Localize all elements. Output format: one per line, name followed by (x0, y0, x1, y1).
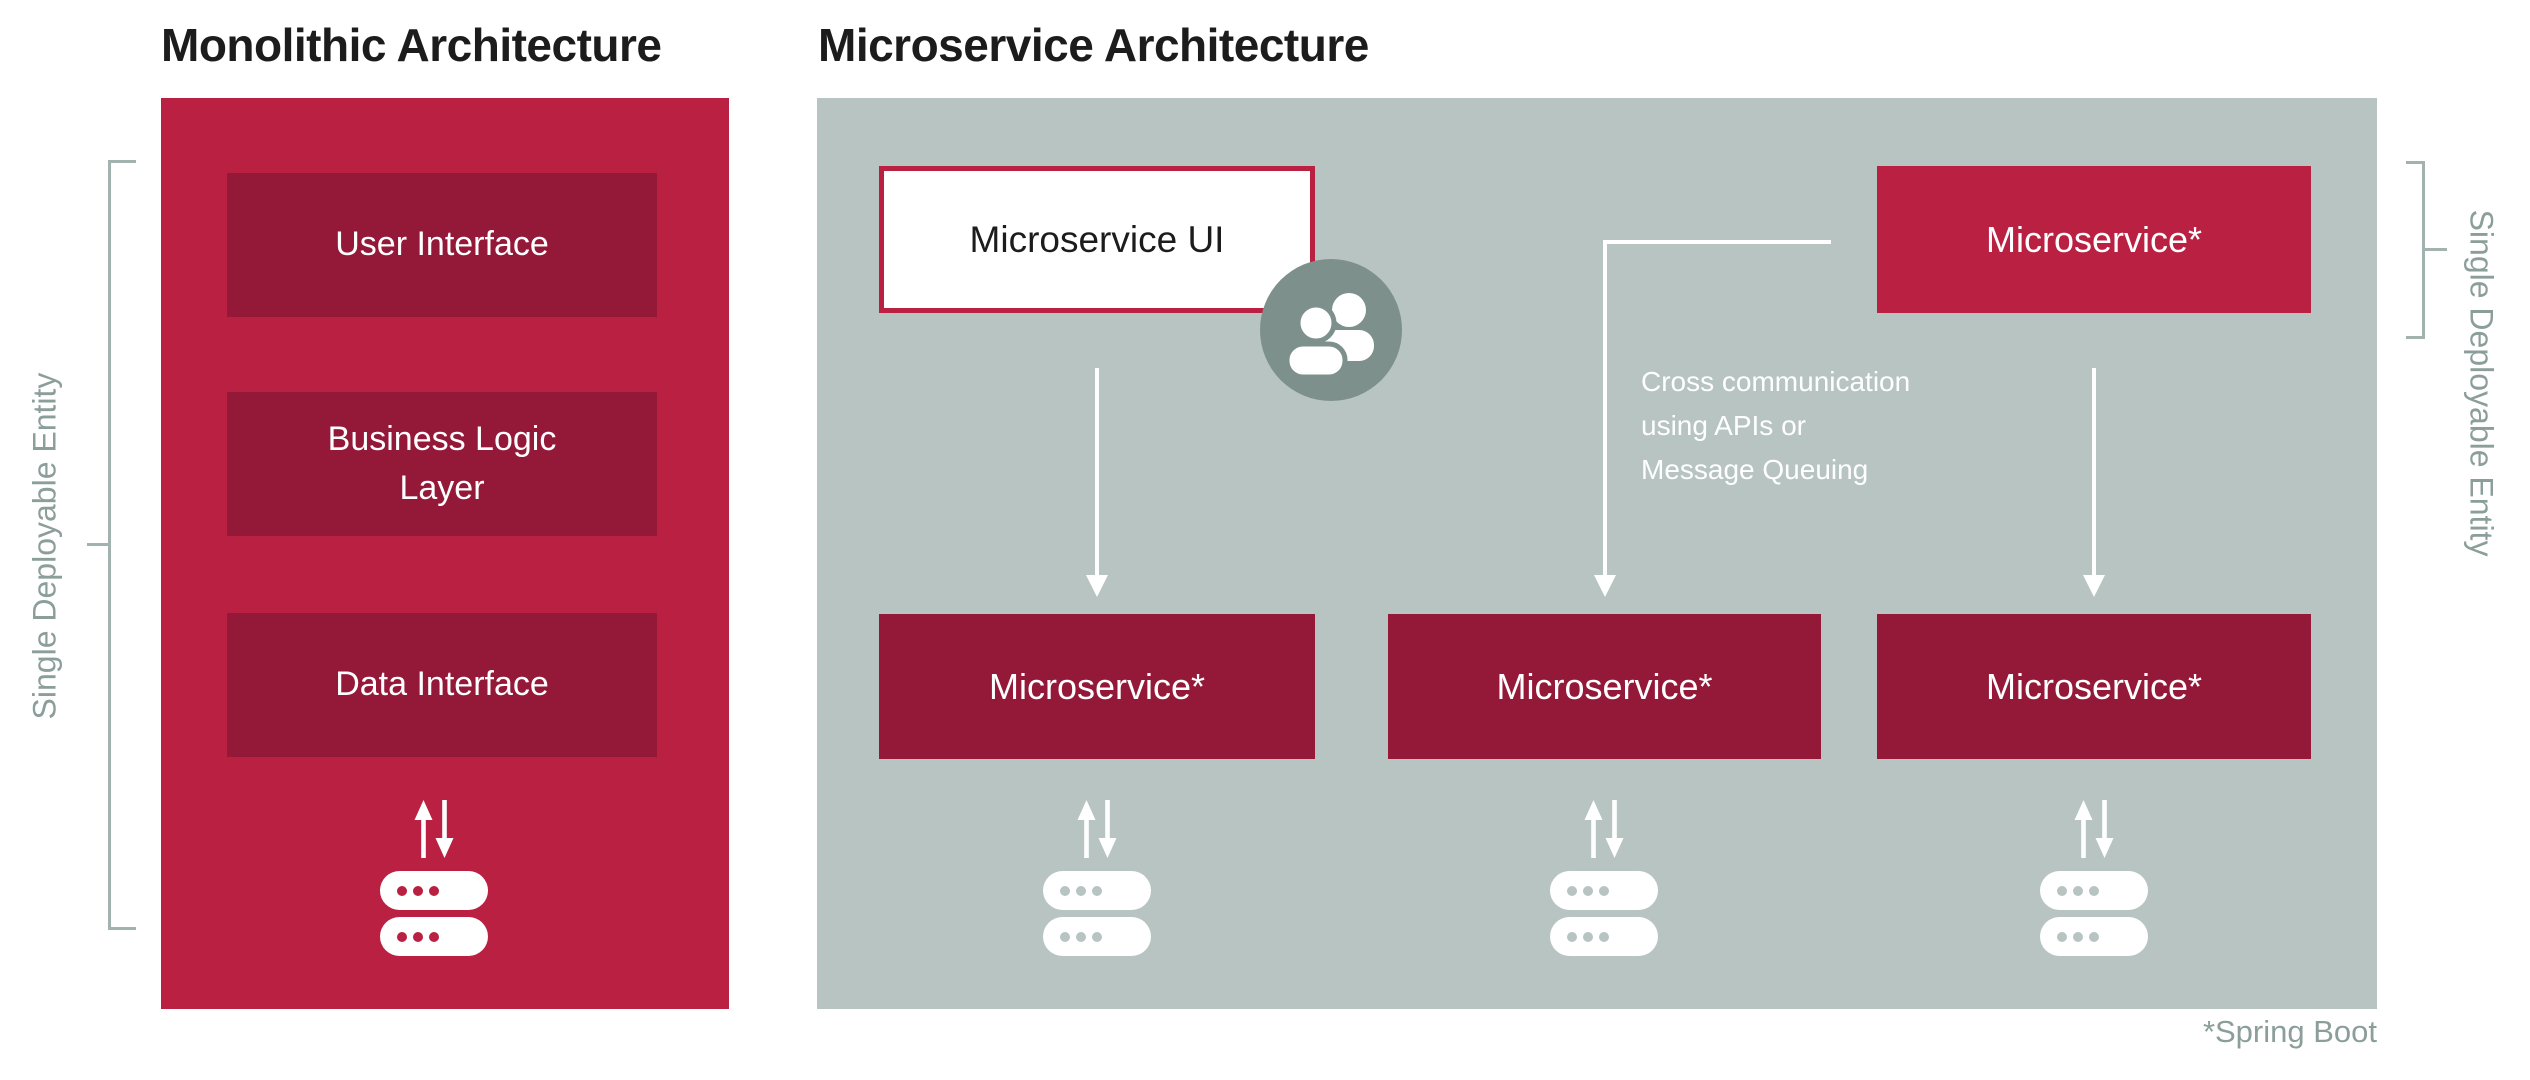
people-icon (1260, 259, 1402, 401)
microservice-label: Microservice* (1985, 218, 2203, 260)
server-pill (380, 917, 488, 956)
cross-communication-elbow-horizontal (1603, 240, 1831, 244)
service-to-service-arrow-line (2092, 368, 2096, 576)
right-bracket-bottom-cap (2406, 336, 2422, 339)
server-pill (2040, 917, 2148, 956)
left-bracket-top-cap (108, 160, 136, 163)
microservice-label: Microservice* (1496, 665, 1713, 707)
server-pill (380, 871, 488, 910)
microservice-box-bottom-1: Microservice* (879, 614, 1315, 759)
microservice-title: Microservice Architecture (818, 19, 1369, 71)
service-to-service-arrowhead (2083, 575, 2105, 597)
cross-communication-elbow-vertical (1603, 240, 1607, 576)
server-stack-icon (2040, 800, 2148, 956)
single-deployable-entity-label-left: Single Deployable Entity (26, 372, 63, 720)
spring-boot-footnote: *Spring Boot (2202, 1014, 2377, 1049)
layer-label: Business Logic Layer (327, 419, 557, 507)
server-pill (1550, 917, 1658, 956)
microservice-label: Microservice* (988, 665, 1206, 707)
layer-label: User Interface (335, 225, 549, 264)
left-bracket-bottom-cap (108, 927, 136, 930)
data-interface-layer-box: Data Interface (227, 613, 657, 757)
server-stack-icon (1043, 800, 1151, 956)
cross-communication-arrowhead (1594, 575, 1616, 597)
right-bracket-top-cap (2406, 161, 2422, 164)
left-bracket-mid-tick (87, 543, 108, 546)
up-down-arrows-icon (2074, 800, 2114, 858)
microservice-label: Microservice* (1985, 665, 2203, 707)
server-stack-icon (380, 800, 488, 956)
up-down-arrows-icon (414, 800, 454, 858)
monolithic-title: Monolithic Architecture (161, 19, 662, 71)
right-bracket-line (2422, 161, 2425, 339)
server-pill (1043, 871, 1151, 910)
server-pill (1043, 917, 1151, 956)
ui-to-service-arrowhead (1086, 575, 1108, 597)
server-pill (2040, 871, 2148, 910)
single-deployable-entity-label-right: Single Deployable Entity (2463, 209, 2500, 557)
user-interface-layer-box: User Interface (227, 173, 657, 317)
microservice-ui-box: Microservice UI (879, 166, 1315, 313)
layer-label: Data Interface (335, 665, 549, 704)
cross-communication-note: Cross communication using APIs or Messag… (1641, 366, 1911, 485)
left-bracket-line (108, 160, 111, 930)
up-down-arrows-icon (1077, 800, 1117, 858)
server-pill (1550, 871, 1658, 910)
up-down-arrows-icon (1584, 800, 1624, 858)
microservice-box-bottom-2: Microservice* (1388, 614, 1821, 759)
right-bracket-mid-tick (2425, 248, 2447, 251)
microservice-box-top-right: Microservice* (1877, 166, 2311, 313)
business-logic-layer-box: Business Logic Layer (227, 392, 657, 536)
ui-to-service-arrow-line (1095, 368, 1099, 576)
microservice-box-bottom-3: Microservice* (1877, 614, 2311, 759)
microservice-ui-label: Microservice UI (969, 218, 1225, 260)
server-stack-icon (1550, 800, 1658, 956)
